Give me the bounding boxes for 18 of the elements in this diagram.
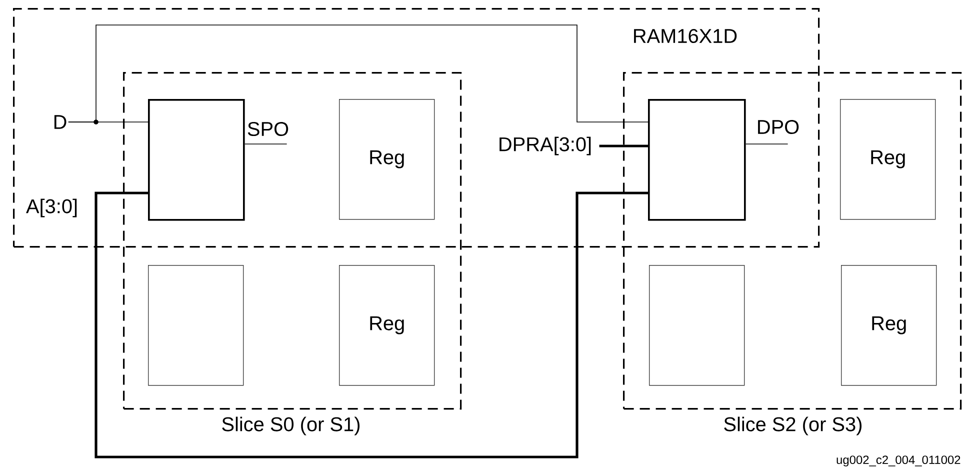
wire (94, 192, 648, 458)
empty-block (148, 264, 244, 386)
signal-label: DPO (758, 120, 799, 134)
register-box: Reg (841, 264, 937, 386)
register-box: Reg (840, 99, 936, 220)
empty-block (649, 264, 745, 386)
signal-label: D (54, 115, 66, 129)
register-box: Reg (339, 99, 435, 220)
signal-label: DPRA[3:0] (500, 136, 591, 156)
figure-id: ug002_c2_004_011002 (836, 456, 960, 466)
register-box: Reg (339, 264, 435, 386)
memory-block (148, 99, 288, 221)
signal-label: A[3:0] (26, 198, 77, 218)
wire (599, 144, 648, 148)
node-label: Slice S2 (or S3) (724, 416, 862, 436)
node-label: Slice S0 (or S1) (222, 416, 360, 436)
wire (68, 24, 648, 122)
signal-label: SPO (248, 122, 288, 136)
